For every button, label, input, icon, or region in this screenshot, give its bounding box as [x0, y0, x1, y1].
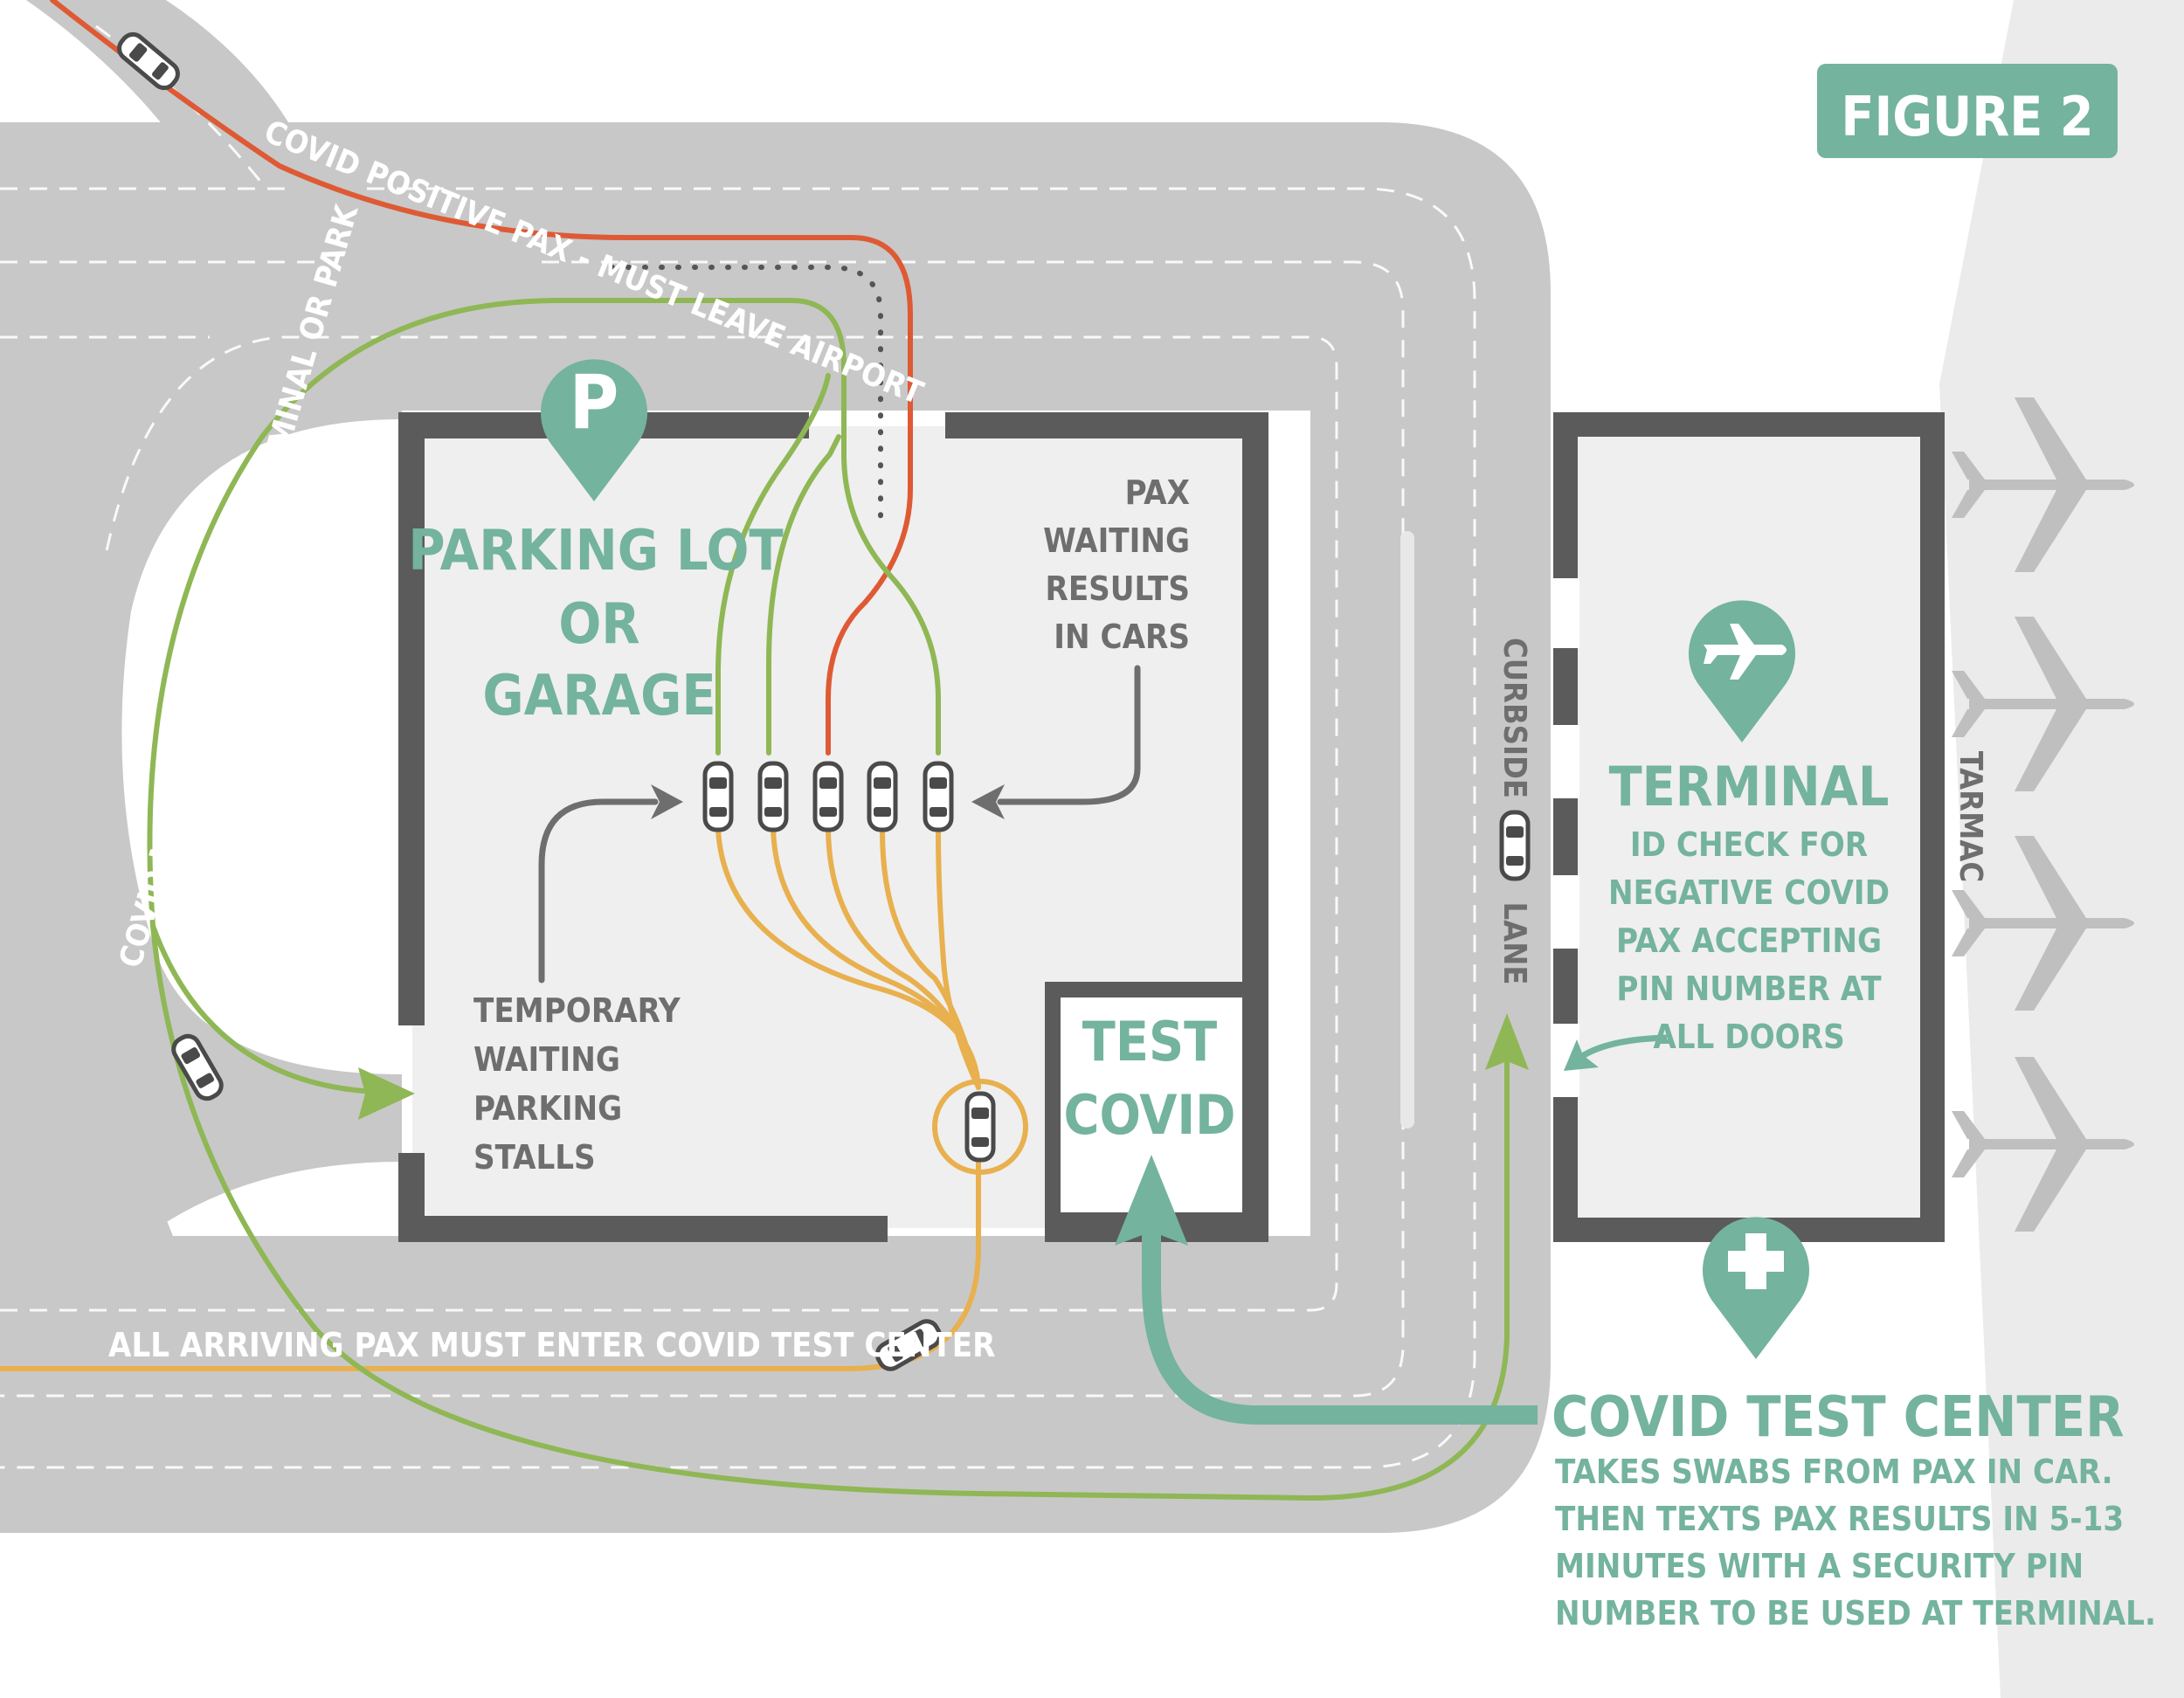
test-car-ring	[932, 1079, 1028, 1175]
arrow-terminal-doors	[1579, 1034, 1668, 1060]
tarmac-area	[1939, 0, 2184, 1698]
car-curbside	[1502, 812, 1528, 879]
arrow-test-center	[1142, 1232, 1538, 1425]
car-stall-1	[705, 763, 731, 830]
car-testing	[967, 1094, 993, 1160]
route-arriving	[0, 1124, 981, 1371]
waiting-note: PAX WAITING RESULTS IN CARS	[1043, 473, 1190, 656]
terminal-title: TERMINAL	[1609, 755, 1890, 818]
parking-title-line: GARAGE	[482, 664, 715, 728]
tarmac-label: TARMAC	[1952, 751, 1988, 882]
figure-label: FIGURE 2	[1841, 85, 2093, 148]
temp-stalls-line: WAITING	[473, 1040, 620, 1079]
arrow-to-curbside	[1485, 1013, 1529, 1070]
terminal-note-line: ALL DOORS	[1653, 1018, 1844, 1056]
terminal-note-line: PIN NUMBER AT	[1616, 970, 1882, 1008]
terminal-note: ID CHECK FOR NEGATIVE COVID PAX ACCEPTIN…	[1608, 825, 1890, 1056]
arriving-route-label: ALL ARRIVING PAX MUST ENTER COVID TEST C…	[108, 1326, 995, 1364]
test-center-line: THEN TEXTS PAX RESULTS IN 5-13	[1555, 1500, 2124, 1538]
terminal-note-line: NEGATIVE COVID	[1608, 873, 1890, 912]
airplane-pin-icon	[1688, 600, 1795, 742]
test-booth-line: COVID	[1064, 1083, 1236, 1147]
routes	[0, 0, 1510, 1501]
arrow-waiting	[997, 665, 1141, 805]
temp-stalls-line: TEMPORARY	[473, 991, 681, 1030]
test-center-note: TAKES SWABS FROM PAX IN CAR. THEN TEXTS …	[1555, 1453, 2156, 1632]
parking-title-line: OR	[558, 592, 639, 657]
parking-title-line: PARKING LOT	[408, 519, 783, 583]
waiting-note-line: IN CARS	[1054, 618, 1190, 656]
route-negative	[147, 298, 1510, 1501]
car-stall-2	[760, 763, 786, 830]
car-stall-3	[815, 763, 841, 830]
test-center-title: COVID TEST CENTER	[1552, 1385, 2124, 1450]
route-fan-orange	[715, 827, 981, 1090]
temp-stalls-note: TEMPORARY WAITING PARKING STALLS	[473, 991, 681, 1177]
test-center-line: NUMBER TO BE USED AT TERMINAL.	[1555, 1594, 2156, 1632]
test-center-line: MINUTES WITH A SECURITY PIN	[1555, 1547, 2084, 1585]
car-stall-4	[869, 763, 895, 830]
terminal-building	[1553, 412, 1945, 1242]
car-stall-5	[925, 763, 951, 830]
waiting-note-line: WAITING	[1043, 521, 1190, 560]
parking-pin-letter: P	[570, 359, 619, 446]
arrow-temp-stalls	[538, 798, 659, 984]
waiting-note-line: PAX	[1125, 473, 1190, 512]
test-booth-line: TEST	[1082, 1010, 1217, 1073]
terminal-note-line: PAX ACCEPTING	[1616, 921, 1882, 960]
waiting-note-line: RESULTS	[1045, 569, 1190, 608]
terminal-note-line: ID CHECK FOR	[1630, 825, 1868, 864]
parking-pin-icon: P	[540, 359, 647, 501]
curbside-part2: LANE	[1496, 902, 1532, 985]
temp-stalls-line: PARKING	[473, 1089, 622, 1128]
figure-badge	[1817, 64, 2118, 158]
curbside-label: CURBSIDE LANE	[1496, 638, 1532, 985]
arrow-to-stalls	[358, 1067, 415, 1120]
curbside-divider	[1400, 531, 1414, 1129]
test-center-line: TAKES SWABS FROM PAX IN CAR.	[1555, 1453, 2113, 1491]
temp-stalls-line: STALLS	[473, 1138, 596, 1177]
route-positive	[50, 0, 913, 756]
medical-cross-pin-icon	[1703, 1217, 1809, 1359]
parking-title: PARKING LOT OR GARAGE	[408, 519, 783, 728]
curbside-part1: CURBSIDE	[1496, 638, 1532, 798]
test-booth-label: TEST COVID	[1064, 1010, 1236, 1147]
